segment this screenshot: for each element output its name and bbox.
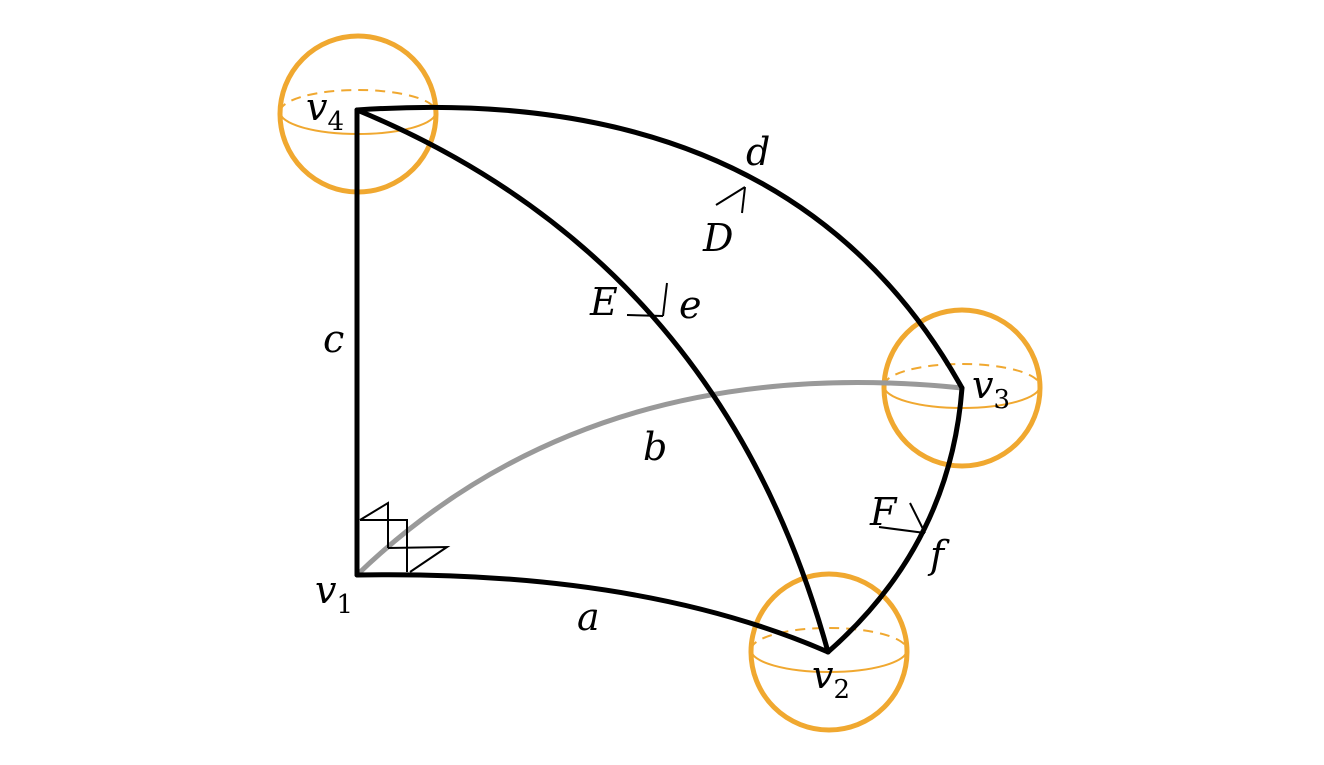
edge-a [354, 572, 831, 655]
angle-mark-D [715, 186, 746, 214]
edge-label-f: f [927, 533, 950, 577]
angle-mark-E [626, 282, 668, 317]
angle-label-F: F [869, 490, 898, 534]
vertex-label-v3: v3 [972, 363, 1010, 415]
edge-b [355, 380, 963, 577]
edge-label-e: e [679, 283, 702, 327]
angle-mark-F [878, 502, 926, 534]
sphere-v2 [748, 571, 910, 733]
vertex-label-v2: v2 [812, 653, 850, 705]
edge-label-d: d [746, 130, 770, 174]
angle-label-D: D [702, 216, 733, 260]
edge-label-b: b [643, 425, 667, 469]
angle-label-E: E [589, 280, 618, 324]
edge-label-c: c [323, 317, 344, 361]
right-angle-marks [359, 501, 451, 573]
vertex-label-v1: v1 [315, 568, 353, 620]
edge-e [354, 107, 831, 655]
vertex-label-v4: v4 [306, 85, 344, 137]
edge-d [354, 104, 965, 391]
edge-label-a: a [577, 595, 600, 639]
